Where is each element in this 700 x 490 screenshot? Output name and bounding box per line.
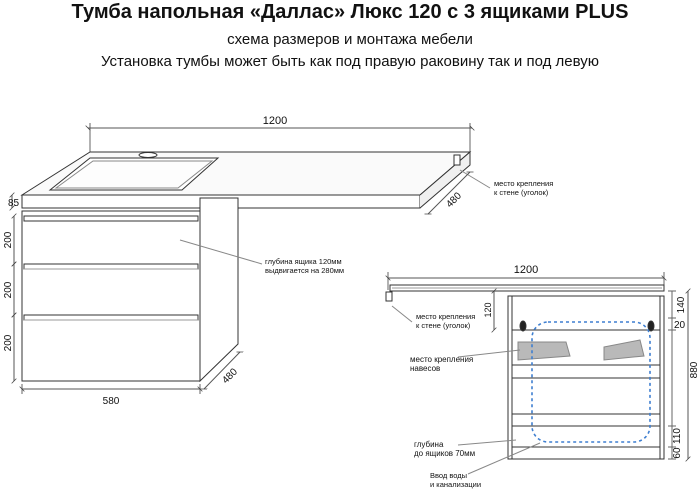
right-wall-mount-label-2: к стене (уголок) <box>416 321 471 330</box>
dim-top-depth-left <box>428 172 470 214</box>
right-dim-140: 140 <box>676 296 687 313</box>
left-drawer-height-3: 200 <box>3 334 14 351</box>
right-dim-60: 60 <box>672 447 683 459</box>
install-note: Установка тумбы может быть как под праву… <box>100 53 600 70</box>
left-wall-mount-label-2: к стене (уголок) <box>494 188 549 197</box>
hinge-mount-label-1: место крепления <box>410 355 473 364</box>
hole-left-icon <box>519 320 527 332</box>
left-thickness-label: 85 <box>8 198 20 209</box>
left-width-label: 1200 <box>263 115 287 127</box>
hinge-left-icon <box>517 341 571 361</box>
drawer-depth-label-2: до ящиков 70мм <box>414 449 475 458</box>
right-wall-bracket-icon <box>385 291 393 302</box>
left-base-width-label: 580 <box>103 396 120 407</box>
utility-label-2: и канализации <box>430 480 481 489</box>
drawer-depth-label-1: глубина <box>414 440 444 449</box>
hinge-right-icon <box>603 339 645 361</box>
left-drawer-depth-label-1: глубина ящика 120мм <box>265 257 342 266</box>
utility-label-1: Ввод воды <box>430 471 467 480</box>
utility-zone <box>531 321 651 443</box>
right-dim-20: 20 <box>674 320 686 331</box>
right-width-label: 1200 <box>514 264 538 276</box>
right-dim-110: 110 <box>672 428 683 444</box>
left-drawer-depth-label-2: выдвигается на 280мм <box>265 266 344 275</box>
page-subtitle: схема размеров и монтажа мебели <box>227 31 473 48</box>
left-drawer-height-1: 200 <box>3 231 14 248</box>
hole-right-icon <box>647 320 655 332</box>
right-dim-120: 120 <box>483 302 493 317</box>
left-top-depth-label: 480 <box>444 190 464 210</box>
dim-right-heights <box>668 291 688 459</box>
drawer-1 <box>23 215 199 222</box>
cabinet-body <box>21 197 239 383</box>
countertop <box>20 150 472 209</box>
hinge-mount-label-2: навесов <box>410 364 440 373</box>
wall-bracket-icon <box>453 154 461 166</box>
page-title: Тумба напольная «Даллас» Люкс 120 с 3 ящ… <box>71 1 629 23</box>
dim-top-width-left <box>88 123 472 152</box>
right-view <box>385 272 688 475</box>
left-view <box>12 123 491 394</box>
right-dim-880: 880 <box>689 361 700 378</box>
left-wall-mount-label-1: место крепления <box>494 179 553 188</box>
left-drawer-height-2: 200 <box>3 281 14 298</box>
right-wall-mount-label-1: место крепления <box>416 312 475 321</box>
dim-base-width <box>22 384 200 394</box>
